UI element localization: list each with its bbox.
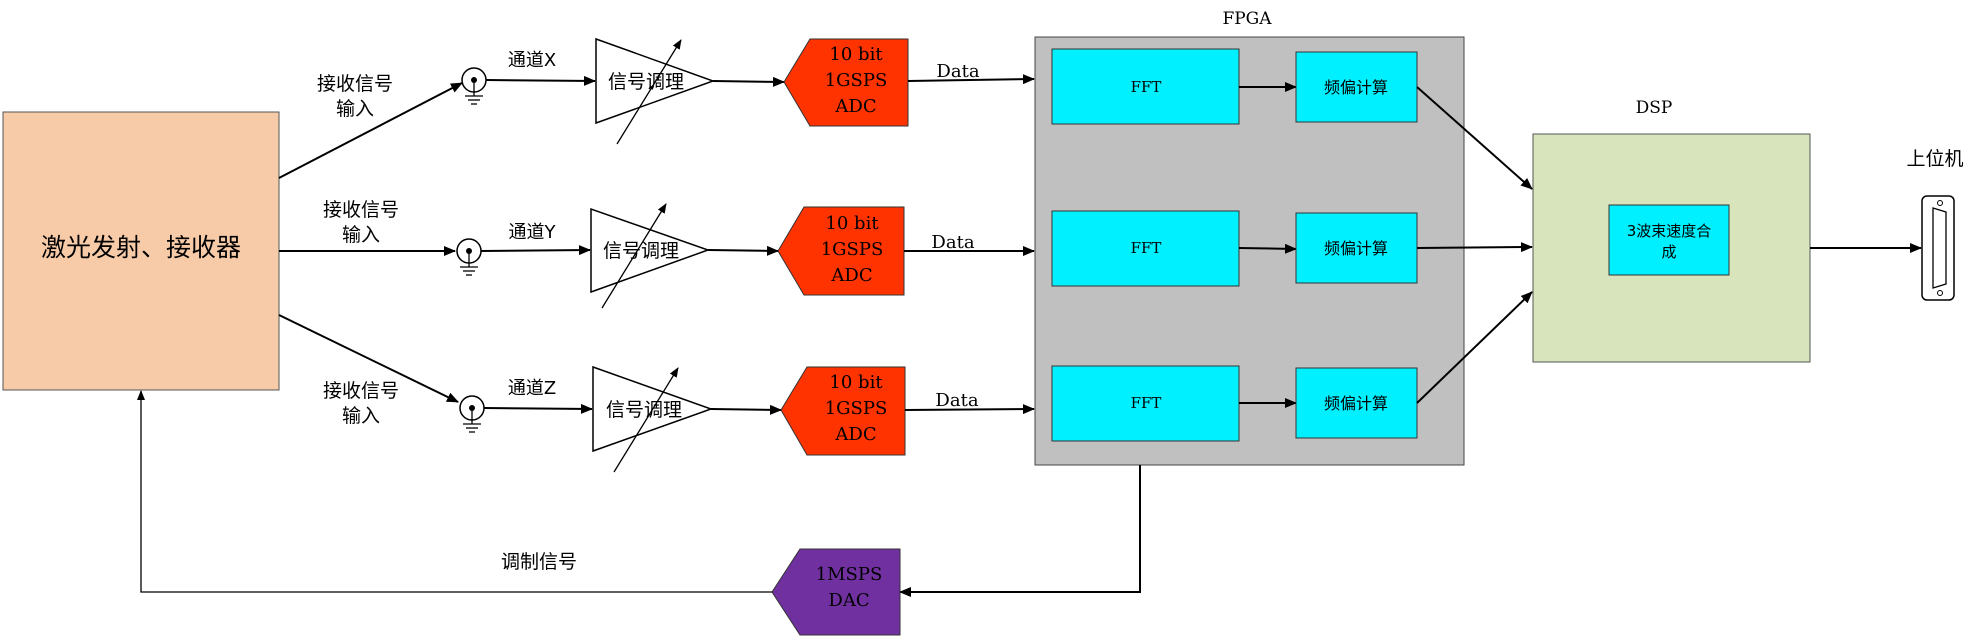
freq-offset-label-x: 频偏计算: [1324, 78, 1388, 97]
host-connector-icon: [1921, 195, 1955, 301]
beam-velocity-synthesis-block: [1608, 204, 1730, 276]
modulation-signal-label: 调制信号: [501, 551, 577, 573]
beam-velocity-synthesis-line1: 3波束速度合: [1627, 222, 1712, 240]
fpga-block: FFT FFT FFT 频偏计算 频偏计算 频偏计算: [1034, 36, 1465, 466]
host-label: 上位机: [1906, 148, 1963, 170]
sensor-y-to-cond-arrow: [480, 245, 591, 256]
svg-text:输入: 输入: [342, 405, 380, 427]
channel-z-label: 通道Z: [508, 378, 556, 399]
laser-transceiver-block: 激光发射、接收器: [2, 111, 280, 391]
svg-text:DAC: DAC: [828, 590, 869, 611]
fft-y-to-freq-arrow: [1238, 243, 1297, 254]
data-label-x: Data: [936, 61, 979, 82]
adc-y: 10 bit 1GSPS ADC: [777, 206, 905, 296]
sensor-x-to-cond-arrow: [485, 75, 596, 86]
freq-x-to-dsp-arrow: [1416, 86, 1533, 190]
svg-text:1GSPS: 1GSPS: [821, 239, 884, 260]
receive-label-x: 接收信号 输入: [317, 73, 393, 120]
channel-x-label: 通道X: [508, 50, 556, 71]
svg-text:接收信号: 接收信号: [323, 199, 399, 221]
freq-z-to-dsp-arrow: [1416, 291, 1533, 404]
cond-z-to-adc-arrow: [710, 404, 782, 415]
svg-text:10 bit: 10 bit: [829, 44, 883, 65]
fft-block-y: [1051, 210, 1240, 287]
svg-text:接收信号: 接收信号: [317, 73, 393, 95]
fft-label-x: FFT: [1131, 78, 1162, 96]
fft-label-y: FFT: [1131, 239, 1162, 257]
dac-to-laser-arrow: [137, 390, 772, 593]
dsp-block: 3波束速度合 成: [1532, 133, 1811, 363]
laser-to-sensor-z-arrow: [278, 314, 459, 403]
dsp-title: DSP: [1636, 98, 1673, 118]
svg-text:输入: 输入: [336, 98, 374, 120]
data-label-y: Data: [931, 232, 974, 253]
laser-transceiver-label: 激光发射、接收器: [41, 233, 241, 262]
cond-y-to-adc-arrow: [707, 245, 779, 256]
receive-label-y: 接收信号 输入: [323, 199, 399, 246]
svg-text:ADC: ADC: [830, 265, 872, 286]
svg-text:信号调理: 信号调理: [608, 71, 684, 93]
receive-label-z: 接收信号 输入: [323, 380, 399, 427]
freq-offset-block-x: [1295, 51, 1418, 123]
dac-block: 1MSPS DAC: [771, 548, 901, 636]
sensor-z-connector-icon: [459, 395, 485, 433]
fft-block-x: [1051, 48, 1240, 125]
svg-text:1GSPS: 1GSPS: [825, 70, 888, 91]
fpga-title: FPGA: [1222, 9, 1272, 29]
sensor-x-connector-icon: [461, 67, 487, 105]
adc-x: 10 bit 1GSPS ADC: [783, 38, 909, 127]
channel-y-label: 通道Y: [509, 222, 557, 243]
freq-y-to-dsp-arrow: [1416, 242, 1533, 253]
beam-velocity-synthesis-line2: 成: [1661, 243, 1676, 261]
adc-x-to-fpga-arrow: [907, 74, 1035, 85]
signal-conditioner-x: 信号调理: [595, 37, 716, 145]
svg-text:信号调理: 信号调理: [606, 399, 682, 421]
svg-text:1MSPS: 1MSPS: [816, 564, 883, 585]
svg-text:信号调理: 信号调理: [603, 240, 679, 262]
svg-text:ADC: ADC: [834, 424, 876, 445]
freq-offset-block-y: [1295, 212, 1418, 284]
svg-text:接收信号: 接收信号: [323, 380, 399, 402]
sensor-z-to-cond-arrow: [483, 403, 593, 414]
data-label-z: Data: [935, 390, 978, 411]
signal-conditioner-y: 信号调理: [590, 203, 711, 309]
svg-text:ADC: ADC: [834, 96, 876, 117]
fft-label-z: FFT: [1131, 394, 1162, 412]
cond-x-to-adc-arrow: [712, 76, 785, 87]
svg-text:1GSPS: 1GSPS: [825, 398, 888, 419]
svg-text:10 bit: 10 bit: [829, 372, 883, 393]
signal-conditioner-z: 信号调理: [592, 365, 714, 473]
freq-offset-block-z: [1295, 367, 1418, 439]
adc-z: 10 bit 1GSPS ADC: [780, 366, 906, 456]
laser-to-sensor-x-arrow: [278, 82, 463, 179]
adc-z-to-fpga-arrow: [904, 404, 1035, 415]
fft-block-z: [1051, 365, 1240, 442]
svg-text:输入: 输入: [342, 224, 380, 246]
fpga-to-dac-arrow: [899, 465, 1141, 597]
freq-offset-label-y: 频偏计算: [1324, 239, 1388, 258]
svg-text:10 bit: 10 bit: [825, 213, 879, 234]
freq-offset-label-z: 频偏计算: [1324, 394, 1388, 413]
sensor-y-connector-icon: [456, 238, 482, 276]
